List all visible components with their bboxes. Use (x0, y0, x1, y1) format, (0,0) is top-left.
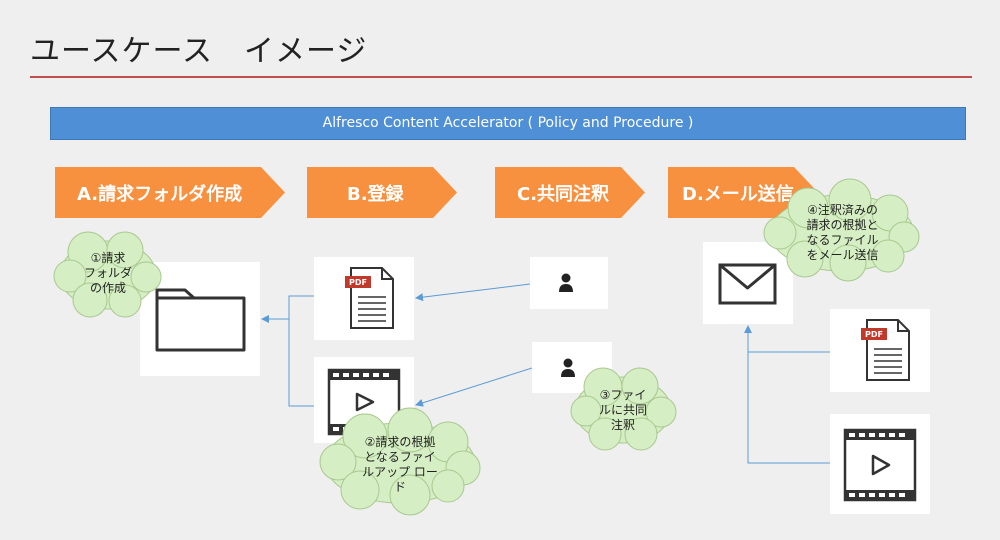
pdf-file-icon: PDF (345, 267, 394, 329)
pdf-card: PDF (314, 257, 414, 340)
folder-icon (155, 288, 246, 352)
bubble-1-text: ①請求 フォルダ の作成 (83, 251, 132, 295)
envelope-icon (718, 263, 777, 305)
cloud-bubble-4 (763, 178, 920, 282)
page-title: ユースケース イメージ (30, 34, 368, 69)
cloud-bubble-1 (53, 231, 162, 318)
bubble-4-text: ④注釈済みの 請求の根拠と なるファイル をメール送信 (806, 203, 879, 262)
attachment-bracket-line (747, 351, 830, 464)
folder-card (140, 262, 260, 376)
arrow-annotate-video (415, 367, 533, 407)
pdf-label: PDF (865, 330, 883, 339)
cloud-bubble-2 (319, 407, 481, 516)
person-icon (559, 273, 573, 292)
pdf-label: PDF (349, 278, 367, 287)
bubble-text-create-folder: ①請求 フォルダ の作成 (68, 251, 148, 296)
title-underline (30, 76, 972, 78)
pdf-file-icon: PDF (861, 319, 910, 381)
person-icon (561, 358, 575, 377)
product-banner: Alfresco Content Accelerator ( Policy an… (50, 107, 966, 140)
step-b-register: B.登録 (307, 167, 457, 218)
bubble-2-text: ②請求の根拠 となるファイ ルアップ ロー ド (362, 435, 438, 494)
step-c-annotate: C.共同注釈 (495, 167, 645, 218)
mail-card (703, 242, 793, 324)
arrow-annotate-pdf (415, 283, 531, 302)
bubble-3-text: ③ファイ ルに共同 注釈 (598, 388, 647, 432)
step-a-create-folder: A.請求フォルダ作成 (55, 167, 285, 218)
bubble-text-annotate: ③ファイ ルに共同 注釈 (583, 388, 663, 433)
bubble-text-upload: ②請求の根拠 となるファイ ルアップ ロー ド (340, 435, 460, 495)
video-file-icon (843, 428, 917, 502)
cloud-bubble-3 (570, 367, 677, 451)
upload-bracket-line (288, 295, 314, 407)
attached-pdf-card: PDF (830, 309, 930, 392)
bubble-text-send-mail: ④注釈済みの 請求の根拠と なるファイル をメール送信 (785, 203, 900, 263)
reviewer-card-1 (530, 257, 608, 309)
attached-video-card (830, 414, 930, 514)
